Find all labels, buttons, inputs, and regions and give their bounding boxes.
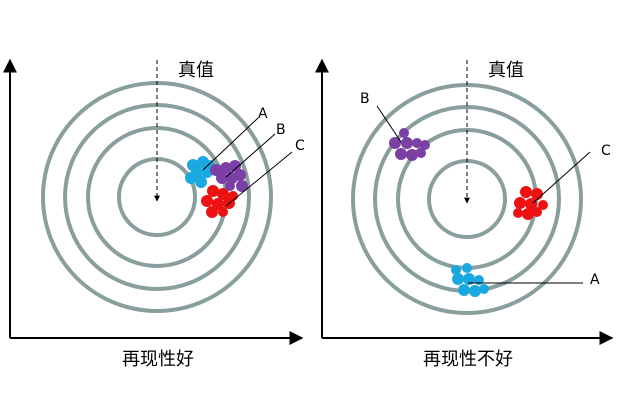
label-c-right: C [601, 143, 611, 159]
label-b-left: B [276, 122, 286, 138]
cluster-c-right [513, 186, 548, 220]
label-c-left: C [295, 138, 305, 154]
caption-left: 再现性好 [122, 349, 194, 370]
leader-b-right [376, 105, 402, 143]
cluster-a-right [451, 263, 489, 297]
cluster-b-right [389, 128, 430, 161]
cluster-b-left [210, 160, 248, 192]
leader-c-left [225, 151, 293, 207]
label-a-right: A [590, 272, 600, 288]
true-value-label-left: 真值 [178, 60, 214, 81]
caption-right: 再现性不好 [423, 349, 513, 370]
label-a-left: A [258, 106, 268, 122]
leader-a-left [202, 117, 259, 171]
panel-left: 真值 A B C 再现性好 [2, 58, 305, 370]
panel-right: 真值 B C A 再现性不好 [315, 58, 614, 370]
true-value-label-right: 真值 [488, 60, 524, 81]
label-b-right: B [360, 91, 370, 107]
ring-1 [117, 157, 197, 237]
leader-b-left [225, 133, 276, 178]
leader-c-right [532, 151, 591, 204]
